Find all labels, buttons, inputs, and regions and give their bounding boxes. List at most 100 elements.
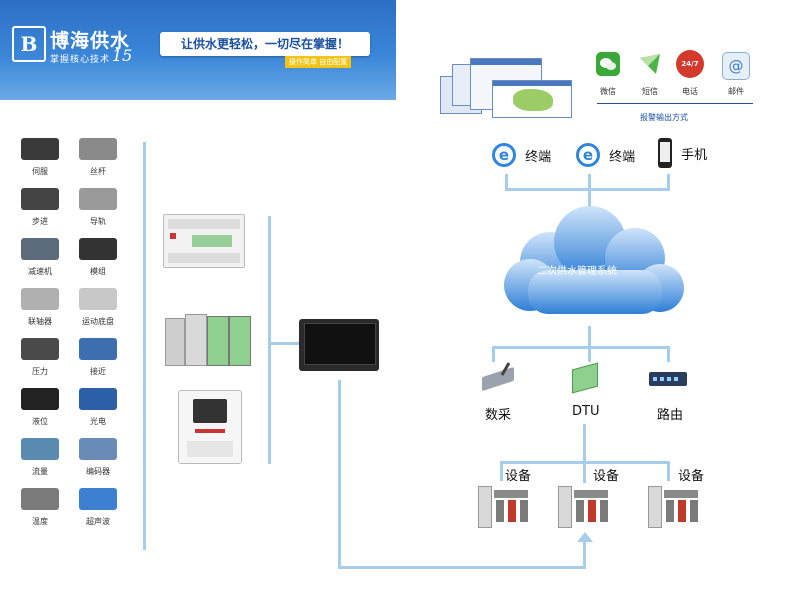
sensor-label: 编码器 [86, 467, 110, 476]
sensor-label: 减速机 [28, 267, 52, 276]
sensor-icon [21, 188, 59, 210]
ie-icon: e [576, 143, 600, 167]
gateway-label: 数采 [485, 408, 512, 423]
sensor-icon [21, 488, 59, 510]
sensor-icon [21, 438, 59, 460]
sensor-icon [21, 388, 59, 410]
sensor-label: 步进 [32, 217, 48, 226]
device-bus-line [268, 216, 271, 464]
plc-device [163, 214, 245, 268]
equipment-stub-3 [667, 461, 670, 481]
sensor-label: 丝杆 [90, 167, 106, 176]
dtu-device [568, 362, 600, 394]
sms-icon [638, 52, 662, 76]
sensor-item: 伺服 [10, 138, 70, 177]
terminal-stub-1 [505, 174, 508, 190]
pump-station [648, 486, 698, 528]
mobile-phone-icon [658, 138, 672, 168]
terminal-to-cloud [588, 188, 591, 210]
alert-label-sms: 短信 [642, 87, 658, 96]
sensor-label: 超声波 [86, 517, 110, 526]
gateway-label: 路由 [657, 408, 684, 423]
slogan-subtitle: 操作简单 自由配置 [285, 56, 352, 68]
slogan: 让供水更轻松，一切尽在掌握！ [160, 32, 370, 56]
equipment-up-line [583, 540, 586, 568]
terminal-stub-2 [588, 174, 591, 190]
sensor-icon [79, 338, 117, 360]
terminal-2: e 终端 [576, 143, 635, 167]
equipment-label: 设备 [505, 469, 532, 484]
sensor-icon [79, 288, 117, 310]
cloud-to-gateways [588, 326, 591, 348]
hmi-touchscreen [299, 319, 379, 371]
sensor-label: 温度 [32, 517, 48, 526]
software-screenshots [440, 58, 572, 118]
sensor-item: 超声波 [68, 488, 128, 527]
sensor-label: 导轨 [90, 217, 106, 226]
gateway-bracket [492, 346, 670, 349]
brand-name: 博海供水 [50, 30, 131, 52]
sensor-label: 压力 [32, 367, 48, 376]
sensor-icon [79, 138, 117, 160]
alert-label-phone: 电话 [682, 87, 698, 96]
cloud-icon [504, 206, 684, 314]
sensor-icon [21, 238, 59, 260]
terminal-bracket [505, 188, 670, 191]
ie-icon: e [492, 143, 516, 167]
sensor-label: 液位 [32, 417, 48, 426]
alert-label-wechat: 微信 [600, 87, 616, 96]
sensor-label: 接近 [90, 367, 106, 376]
sensor-item: 减速机 [10, 238, 70, 277]
alert-methods: 微信 短信 24/7 电话 @ 邮件 [590, 48, 760, 98]
sensor-label: 伺服 [32, 167, 48, 176]
equipment-stub-1 [500, 461, 503, 481]
terminal-label: 终端 [609, 149, 636, 165]
gateway-stub-1 [492, 346, 495, 362]
gateway-stub-2 [588, 346, 591, 362]
sensor-icon [21, 138, 59, 160]
sensor-item: 接近 [68, 338, 128, 377]
sensor-item: 液位 [10, 388, 70, 427]
sensor-item: 编码器 [68, 438, 128, 477]
sensor-grid: 伺服 丝杆步进 导轨减速机 模组联轴器 运动底盘压力 接近液位 光电流量 编码器温度 超声波 [10, 138, 130, 538]
sensor-item: 流量 [10, 438, 70, 477]
sensor-label: 联轴器 [28, 317, 52, 326]
plc-module-rack [165, 314, 251, 366]
sensor-icon [21, 338, 59, 360]
router-device [649, 372, 687, 386]
data-acquisition-device [482, 362, 518, 392]
sensor-item: 光电 [68, 388, 128, 427]
brand-mark: 15 [112, 46, 133, 65]
pump-station [558, 486, 608, 528]
equipment-stub-2 [583, 461, 586, 483]
alert-label-email: 邮件 [728, 87, 744, 96]
sensor-label: 流量 [32, 467, 48, 476]
terminal-1: e 终端 [492, 143, 551, 167]
gateways-to-equipment [583, 424, 586, 462]
alert-caption: 报警输出方式 [640, 113, 688, 122]
sensor-icon [79, 188, 117, 210]
sensor-icon [79, 438, 117, 460]
sensor-icon [21, 288, 59, 310]
cloud-label: 二次供水管理系统 [537, 266, 617, 277]
sensor-label: 模组 [90, 267, 106, 276]
sensor-item: 温度 [10, 488, 70, 527]
device-to-hmi-line [268, 342, 300, 345]
email-icon: @ [722, 52, 750, 80]
sensor-item: 模组 [68, 238, 128, 277]
hmi-down-line [338, 380, 341, 568]
terminal-label: 手机 [681, 147, 708, 163]
left-divider [143, 142, 146, 550]
sensor-item: 运动底盘 [68, 288, 128, 327]
sensor-icon [79, 488, 117, 510]
equipment-label: 设备 [593, 469, 620, 484]
sensor-icon [79, 238, 117, 260]
hmi-to-equipment-line [338, 566, 586, 569]
sensor-label: 光电 [90, 417, 106, 426]
sensor-item: 联轴器 [10, 288, 70, 327]
brand-tagline: 掌握核心技术 [50, 55, 111, 65]
sensor-icon [79, 388, 117, 410]
sensor-item: 步进 [10, 188, 70, 227]
brand-logo: B [12, 26, 46, 62]
equipment-label: 设备 [678, 469, 705, 484]
